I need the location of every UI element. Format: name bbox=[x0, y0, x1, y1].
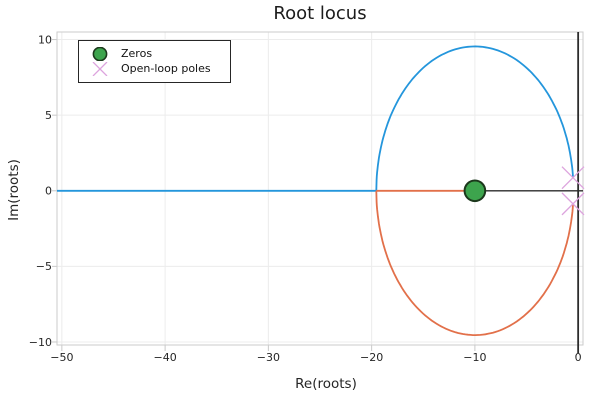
x-tick-label: −40 bbox=[154, 351, 177, 364]
legend: Zeros Open-loop poles bbox=[78, 40, 231, 83]
x-axis-label: Re(roots) bbox=[295, 376, 357, 392]
pole-marker-icon bbox=[92, 62, 108, 76]
legend-label-poles: Open-loop poles bbox=[121, 62, 211, 75]
y-tick-label: −5 bbox=[36, 260, 52, 273]
legend-item-poles: Open-loop poles bbox=[89, 62, 230, 76]
x-tick-label: −20 bbox=[360, 351, 383, 364]
chart-title: Root locus bbox=[273, 3, 367, 24]
x-tick-label: −30 bbox=[257, 351, 280, 364]
locus-branch-2 bbox=[375, 189, 574, 336]
pole-marker bbox=[561, 192, 585, 216]
pole-marker bbox=[561, 166, 585, 190]
zero-marker bbox=[463, 179, 487, 203]
legend-label-zeros: Zeros bbox=[121, 47, 153, 60]
x-tick-label: 0 bbox=[575, 351, 582, 364]
y-tick-label: 0 bbox=[45, 185, 52, 198]
x-tick-label: −10 bbox=[463, 351, 486, 364]
legend-item-zeros: Zeros bbox=[89, 47, 230, 61]
y-tick-label: −10 bbox=[29, 336, 52, 349]
locus-branch-1 bbox=[57, 45, 574, 192]
x-tick-label: −50 bbox=[50, 351, 73, 364]
zero-marker-icon bbox=[92, 47, 108, 61]
y-tick-label: 10 bbox=[38, 33, 52, 46]
y-tick-label: 5 bbox=[45, 109, 52, 122]
